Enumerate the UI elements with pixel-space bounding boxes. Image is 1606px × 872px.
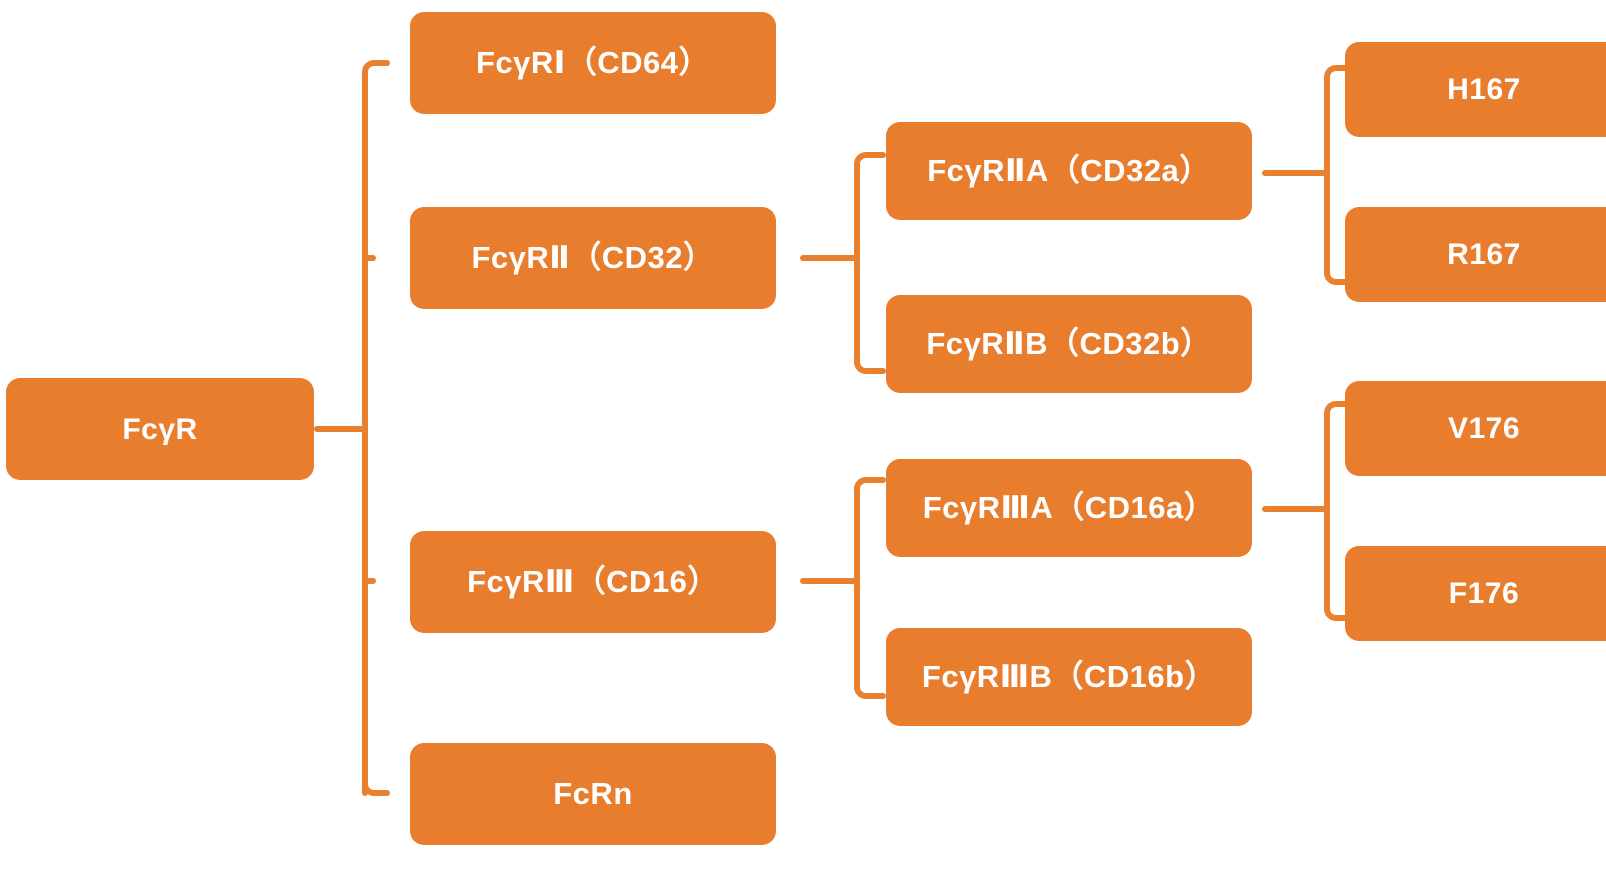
- connector-fcgr2a-stem: [1262, 170, 1328, 176]
- bracket-fcgr2-spine: [854, 164, 860, 366]
- bracket-fcgr3a-spine: [1324, 413, 1330, 613]
- connector-branch-fcgr1: [374, 60, 390, 66]
- connector-v176: [1336, 401, 1352, 407]
- node-fcrn[interactable]: FcRn: [410, 743, 776, 845]
- node-fcgr2[interactable]: FcγRⅡ（CD32）: [410, 207, 776, 309]
- connector-fcgr3a-stem: [1262, 506, 1328, 512]
- connector-branch-fcgr2: [362, 255, 376, 261]
- connector-r167: [1336, 279, 1352, 285]
- bracket-fcgr3-spine: [854, 489, 860, 691]
- connector-branch-fcgr3: [362, 578, 376, 584]
- node-fcgr3a[interactable]: FcγRⅢA（CD16a）: [886, 459, 1252, 557]
- node-fcgr2b[interactable]: FcγRⅡB（CD32b）: [886, 295, 1252, 393]
- connector-fcgr2a: [866, 152, 886, 158]
- node-fcgr2a[interactable]: FcγRⅡA（CD32a）: [886, 122, 1252, 220]
- connector-fcgr3a: [866, 477, 886, 483]
- bracket-root-spine: [362, 72, 368, 796]
- connector-branch-fcrn: [374, 790, 390, 796]
- connector-fcgr3-stem: [800, 578, 860, 584]
- connector-h167: [1336, 65, 1352, 71]
- node-fcgr3b[interactable]: FcγRⅢB（CD16b）: [886, 628, 1252, 726]
- node-fcgr3[interactable]: FcγRⅢ（CD16）: [410, 531, 776, 633]
- node-h167[interactable]: H167: [1345, 42, 1606, 137]
- connector-fcgr2b: [866, 368, 886, 374]
- node-fcgr1[interactable]: FcγRⅠ（CD64）: [410, 12, 776, 114]
- connector-fcgr2-stem: [800, 255, 860, 261]
- bracket-fcgr2a-spine: [1324, 77, 1330, 277]
- connector-f176: [1336, 615, 1352, 621]
- node-v176[interactable]: V176: [1345, 381, 1606, 476]
- node-fcgr-root[interactable]: FcγR: [6, 378, 314, 480]
- node-f176[interactable]: F176: [1345, 546, 1606, 641]
- connector-root-stem: [314, 426, 366, 432]
- connector-fcgr3b: [866, 693, 886, 699]
- node-r167[interactable]: R167: [1345, 207, 1606, 302]
